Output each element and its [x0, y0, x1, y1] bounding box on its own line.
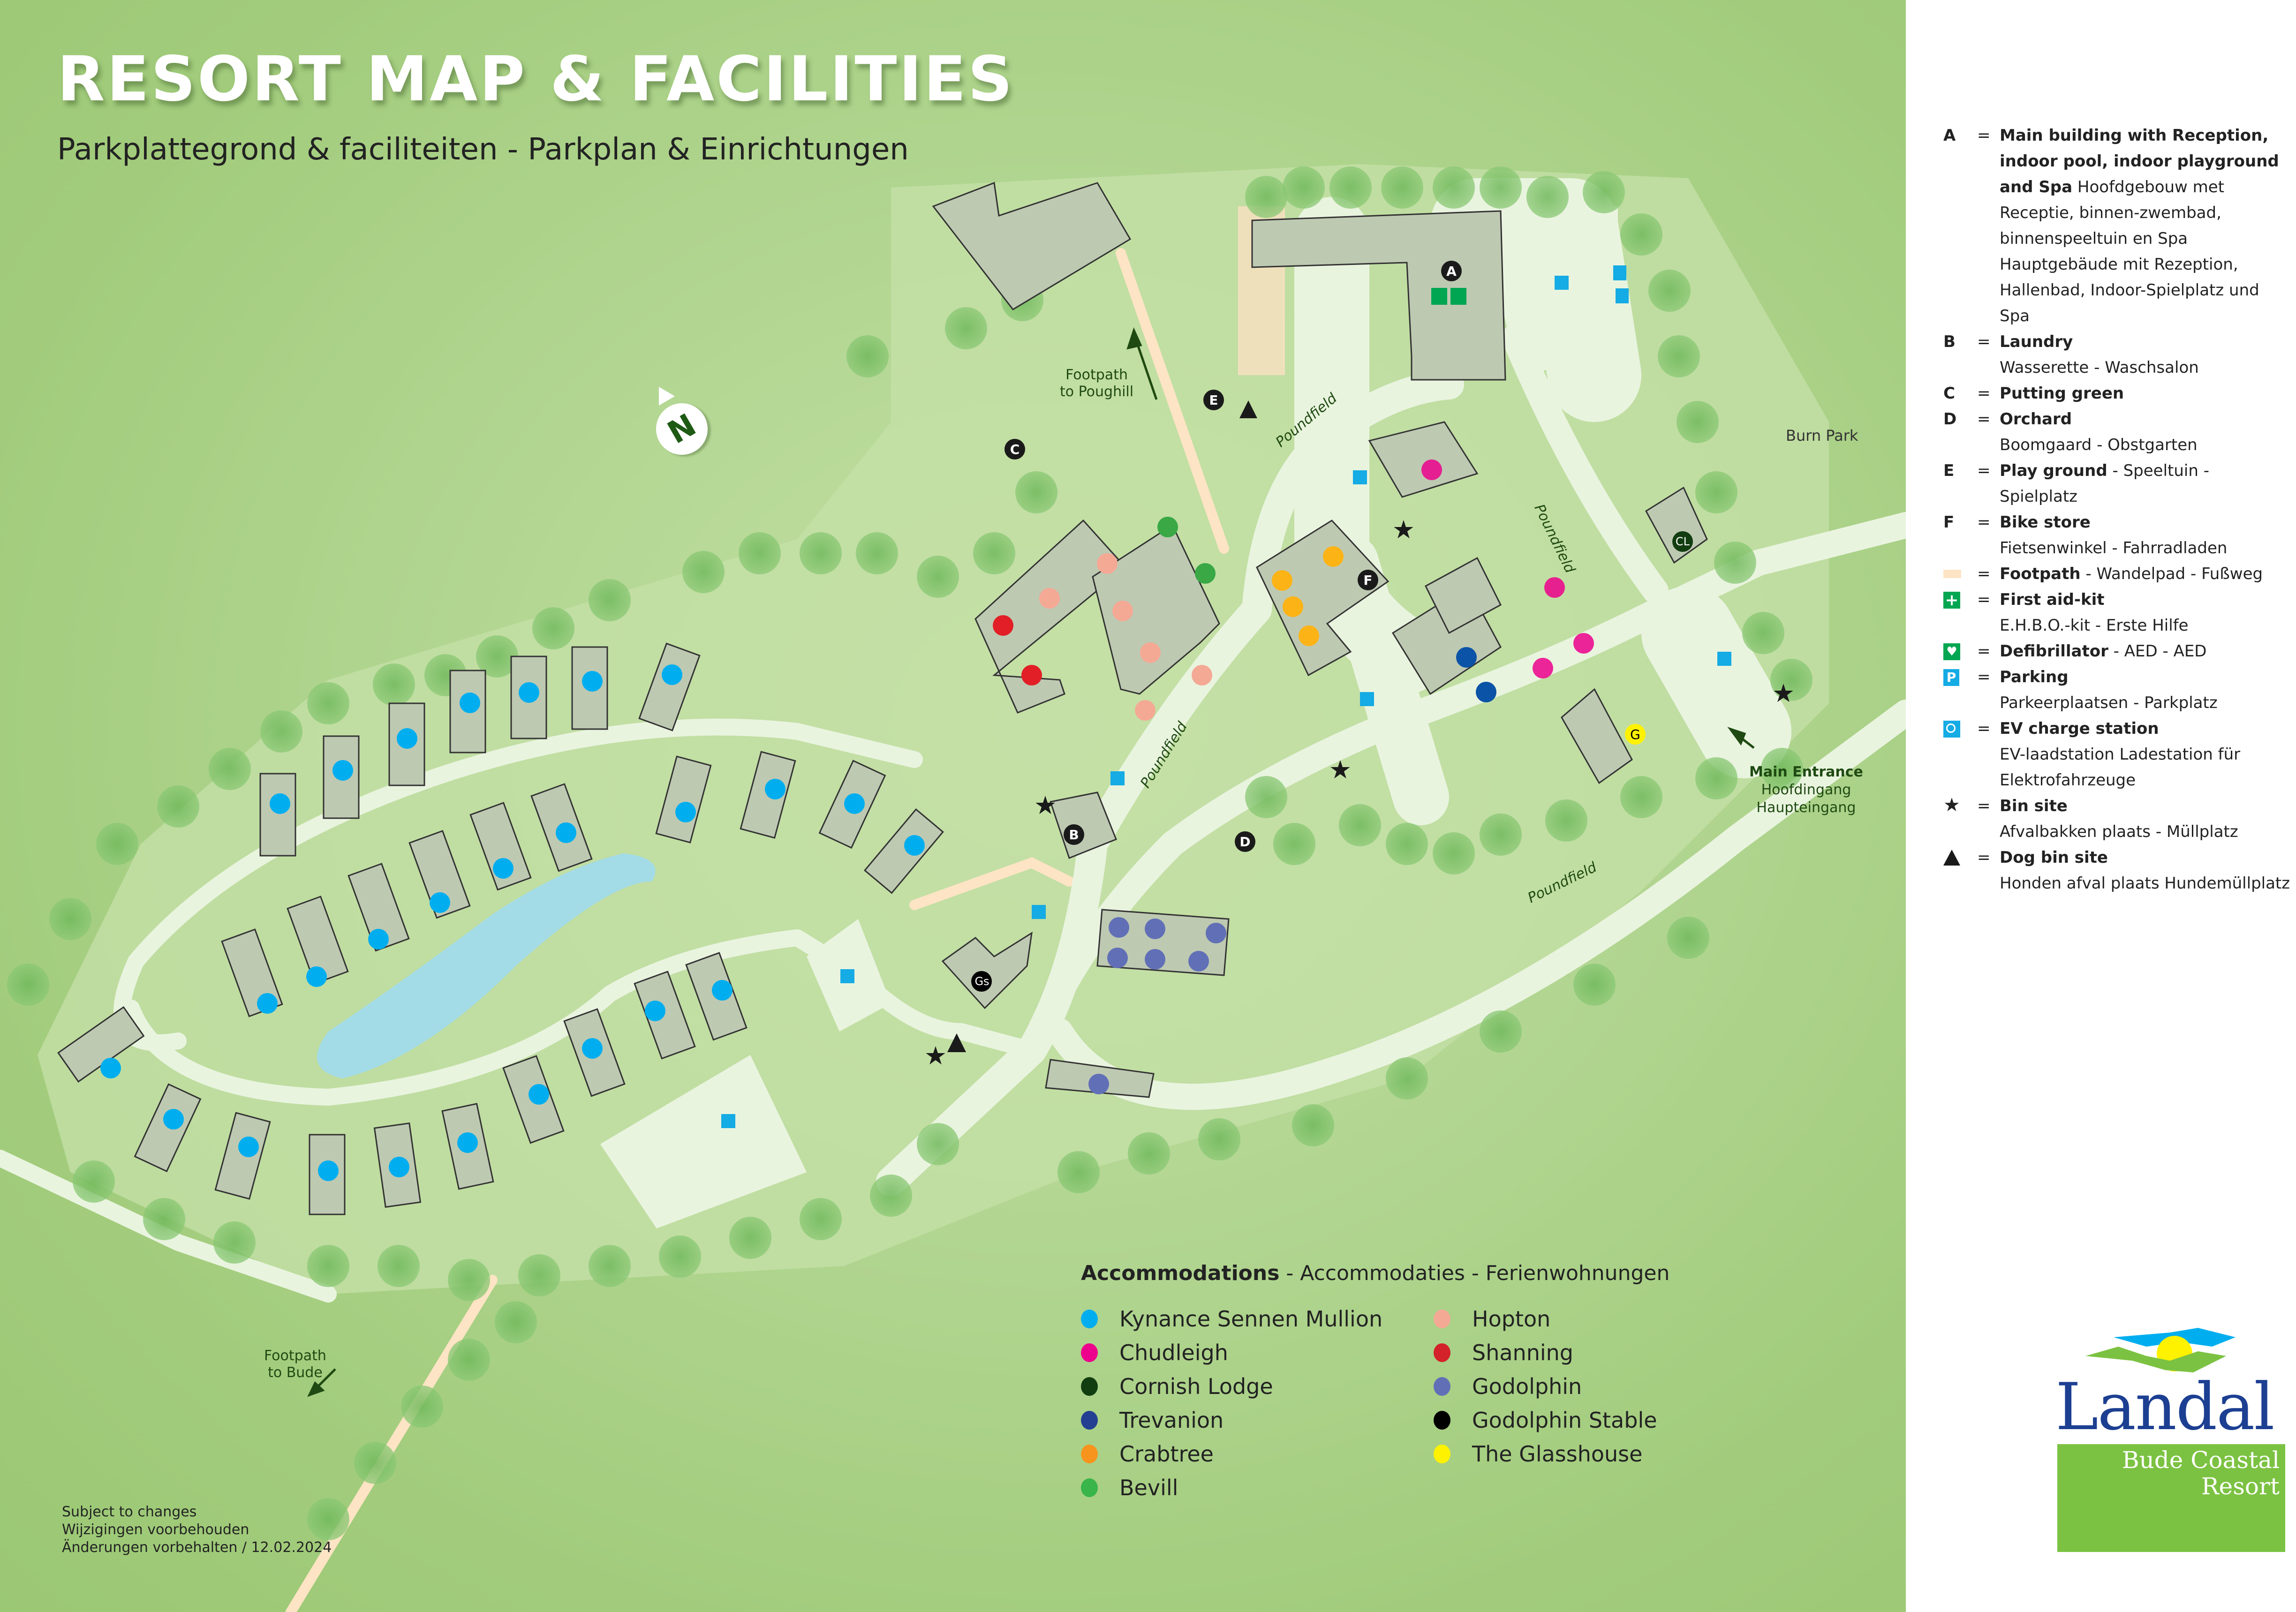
facility-marker-b[interactable]: B	[1069, 827, 1079, 843]
accommodation-item: Kynance Sennen Mullion	[1081, 1302, 1434, 1336]
facilities-legend: A=Main building with Reception, indoor p…	[1943, 123, 2290, 896]
accommodation-item: Trevanion	[1081, 1403, 1434, 1437]
ev-charge-icons	[1613, 265, 1629, 303]
accommodation-item: Bevill	[1081, 1471, 1434, 1505]
color-dot-icon	[1081, 1343, 1098, 1362]
resort-map: ★ ★ ★ ★ ★ RESORT MAP & FACILITIES Parkplatte…	[0, 0, 1906, 1612]
direction-arrows	[307, 327, 1755, 1397]
defibrillator-icon	[1450, 288, 1466, 305]
color-dot-icon	[1081, 1377, 1098, 1396]
color-dot-icon	[1434, 1445, 1450, 1463]
pond	[317, 853, 656, 1078]
first-aid-icon: +	[1943, 592, 1960, 609]
accommodation-item: Shanning	[1434, 1336, 1786, 1370]
disclaimer: Subject to changes Wijzigingen voorbehou…	[62, 1504, 332, 1556]
main-entrance-label: Main Entrance Hoofdingang Haupteingang	[1749, 764, 1863, 816]
facility-marker-d[interactable]: D	[1239, 834, 1251, 850]
bin-site-icons: ★ ★ ★ ★ ★	[924, 515, 1795, 1070]
dog-bin-triangle-icon	[1943, 850, 1960, 866]
color-dot-icon	[1081, 1478, 1098, 1497]
facility-marker-cl[interactable]: CL	[1675, 535, 1690, 548]
ev-charge-icon	[1943, 721, 1960, 738]
first-aid-icon	[1431, 288, 1447, 305]
facilities-legend-panel: A=Main building with Reception, indoor p…	[1906, 0, 2296, 1612]
color-dot-icon	[1434, 1310, 1450, 1328]
svg-text:★: ★	[924, 1041, 947, 1070]
svg-text:★: ★	[1392, 515, 1415, 544]
facility-marker-g[interactable]: G	[1630, 727, 1640, 742]
color-dot-icon	[1081, 1310, 1098, 1328]
trees	[7, 166, 1813, 1540]
legend-row-defibrillator: ♥=Defibrillator - AED - AED	[1943, 639, 2290, 664]
dog-bin-icons	[947, 400, 1257, 1052]
accommodation-item: Chudleigh	[1081, 1336, 1434, 1370]
legend-row-a: A=Main building with Reception, indoor p…	[1943, 126, 2279, 325]
accommodation-markers	[100, 459, 1693, 1181]
color-dot-icon	[1434, 1343, 1450, 1362]
color-dot-icon	[1434, 1411, 1450, 1430]
facility-marker-gs[interactable]: Gs	[974, 975, 989, 988]
accommodations-title: Accommodations - Accommodaties - Ferienw…	[1081, 1261, 1670, 1285]
legend-row-e: E=Play ground - Speeltuin - Spielplatz	[1943, 461, 2209, 506]
map-canvas: ★ ★ ★ ★ ★	[0, 164, 1906, 1612]
parking-icon: P	[1943, 669, 1959, 686]
north-arrow-icon	[659, 387, 675, 406]
footpath-poughill-label: Footpath to Poughill	[1060, 367, 1134, 400]
accommodation-item: Hopton	[1434, 1302, 1786, 1336]
lodges	[57, 642, 944, 1215]
facility-marker-a[interactable]: A	[1446, 264, 1457, 279]
color-dot-icon	[1434, 1377, 1450, 1396]
svg-text:★: ★	[1772, 678, 1795, 708]
bin-star-icon: ★	[1943, 794, 1960, 816]
accommodation-item: Cornish Lodge	[1081, 1370, 1434, 1403]
footpath-swatch-icon	[1943, 570, 1961, 578]
accommodations-legend: Accommodations - Accommodaties - Ferienw…	[1081, 1261, 1786, 1505]
color-dot-icon	[1081, 1411, 1098, 1430]
page-title: RESORT MAP & FACILITIES	[57, 43, 1014, 115]
page-subtitle: Parkplattegrond & faciliteiten - Parkpla…	[57, 132, 909, 167]
facility-marker-f[interactable]: F	[1363, 572, 1373, 588]
svg-text:★: ★	[1329, 755, 1352, 784]
landal-logo: Landal Bude Coastal Resort	[2055, 1328, 2285, 1552]
facility-marker-c[interactable]: C	[1010, 442, 1020, 457]
defibrillator-icon: ♥	[1943, 643, 1960, 660]
park-name-box: Bude Coastal Resort	[2057, 1444, 2285, 1552]
facility-marker-e[interactable]: E	[1209, 392, 1218, 408]
brand-name: Landal	[2055, 1369, 2275, 1445]
legend-row-c: C=Putting green	[1943, 384, 2124, 403]
accommodation-item: Crabtree	[1081, 1437, 1434, 1471]
legend-row-footpath: =Footpath - Wandelpad - Fußweg	[1943, 561, 2290, 587]
landscape-logo-icon	[2085, 1328, 2236, 1372]
burn-park-label: Burn Park	[1786, 427, 1858, 444]
accommodation-item: Godolphin	[1434, 1370, 1786, 1403]
accommodation-item: Godolphin Stable	[1434, 1403, 1786, 1437]
accommodation-item: The Glasshouse	[1434, 1437, 1786, 1471]
parking-areas	[600, 206, 1618, 1228]
color-dot-icon	[1081, 1445, 1098, 1463]
svg-text:★: ★	[1034, 791, 1057, 820]
facility-markers	[1004, 261, 1462, 852]
footpath-bude-label: Footpath to Bude	[264, 1348, 326, 1381]
parking-icons	[721, 276, 1731, 1128]
